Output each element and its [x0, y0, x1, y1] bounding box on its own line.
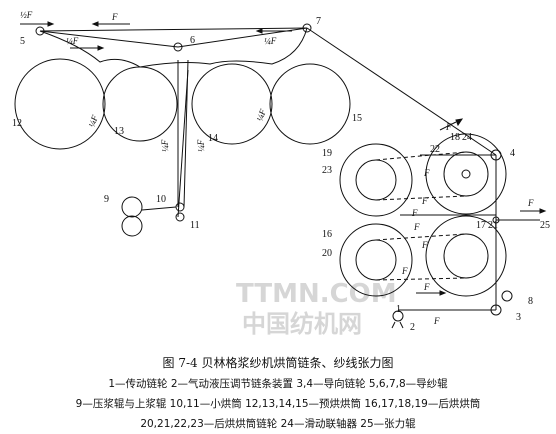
squeeze-roller-9 [121, 196, 143, 218]
label-18: 18 [450, 132, 460, 143]
chain-dash-3 [375, 233, 467, 241]
label-4: 4 [510, 148, 515, 159]
label-13: 13 [114, 126, 124, 137]
force-quarter-fn-c: ¼F [86, 113, 100, 128]
force-ft-g: F [401, 266, 408, 276]
label-23: 23 [322, 165, 332, 176]
force-ft-c: F [421, 196, 428, 206]
sprocket-23 [355, 159, 397, 201]
cylinder-15 [269, 63, 351, 145]
sizing-roller-9 [121, 215, 143, 237]
force-fn: F [111, 12, 118, 22]
force-ft-a: F [445, 122, 452, 132]
sprocket-22 [443, 151, 489, 197]
label-16: 16 [322, 229, 332, 240]
cylinder-14 [191, 63, 273, 145]
label-22: 22 [430, 144, 440, 155]
cylinder-11 [175, 212, 185, 222]
label-1: 1 [396, 304, 401, 315]
cylinder-10 [175, 202, 185, 212]
sprocket-20 [355, 239, 397, 281]
force-ft-b: F [423, 168, 430, 178]
force-half-fn: ½F [20, 10, 33, 20]
yarn-pre-drying [39, 27, 308, 68]
label-15: 15 [352, 113, 362, 124]
guide-sprocket-3 [490, 304, 502, 316]
legend-line-2: 9—压浆辊与上浆辊 10,11—小烘筒 12,13,14,15—预烘烘筒 16,… [75, 398, 481, 410]
coupling-24 [461, 169, 471, 179]
chain-dash-4 [375, 277, 467, 281]
watermark-line1: TTMN.COM [236, 279, 397, 309]
force-quarter-fn-a: ¼F [66, 36, 79, 46]
cylinder-17 [425, 215, 507, 297]
label-3: 3 [516, 312, 521, 323]
drive-support [391, 321, 404, 329]
label-14: 14 [208, 133, 218, 144]
label-9: 9 [104, 194, 109, 205]
force-ft-j: F [527, 198, 534, 208]
label-6: 6 [190, 35, 195, 46]
label-11: 11 [190, 220, 200, 231]
label-8: 8 [528, 296, 533, 307]
legend-line-3: 20,21,22,23—后烘烘筒链轮 24—滑动联轴器 25—张力辊 [140, 418, 416, 430]
guide-roller-7 [302, 23, 312, 33]
chain-dash-2 [375, 195, 467, 201]
label-12: 12 [12, 118, 22, 129]
label-2: 2 [410, 322, 415, 333]
guide-sprocket-4 [490, 149, 502, 161]
force-ft-e: F [413, 222, 420, 232]
drive-sprocket-1 [392, 310, 404, 322]
force-ft-i: F [433, 316, 440, 326]
watermark-line2: 中国纺机网 [242, 310, 362, 338]
force-ft-h: F [423, 282, 430, 292]
chain-dash-1 [375, 151, 467, 161]
legend-line-1: 1—传动链轮 2—气动液压调节链条装置 3,4—导向链轮 5,6,7,8—导纱辊 [108, 378, 448, 390]
guide-roller-5 [35, 26, 45, 36]
label-25: 25 [540, 220, 550, 231]
label-17: 17 [476, 220, 486, 231]
cylinder-19 [339, 143, 413, 217]
label-24: 24 [462, 132, 472, 143]
guide-roller-8 [501, 290, 513, 302]
cylinder-12 [14, 58, 106, 150]
force-ft-d: F [411, 208, 418, 218]
sprocket-21 [443, 233, 489, 279]
label-20: 20 [322, 248, 332, 259]
cylinder-18 [425, 133, 507, 215]
yarn-11-up-c [177, 69, 189, 218]
figure-title: 图 7-4 贝林格浆纱机烘筒链条、纱线张力图 [162, 356, 394, 370]
label-21: 21 [488, 220, 498, 231]
cylinder-16 [339, 223, 413, 297]
force-quarter-fn-f: ¼F [196, 139, 206, 152]
label-5: 5 [20, 36, 25, 47]
tension-roller-25 [492, 216, 500, 224]
label-10: 10 [156, 194, 166, 205]
force-quarter-fn-d: ¼F [254, 107, 268, 122]
yarn-9-10 [141, 206, 177, 211]
force-quarter-fn-e: ¼F [160, 139, 170, 152]
force-ft-f: F [421, 240, 428, 250]
force-quarter-fn-b: ¼F [264, 36, 277, 46]
label-19: 19 [322, 148, 332, 159]
label-7: 7 [316, 16, 321, 27]
yarn-5-6 [39, 30, 179, 48]
guide-roller-6 [173, 42, 183, 52]
